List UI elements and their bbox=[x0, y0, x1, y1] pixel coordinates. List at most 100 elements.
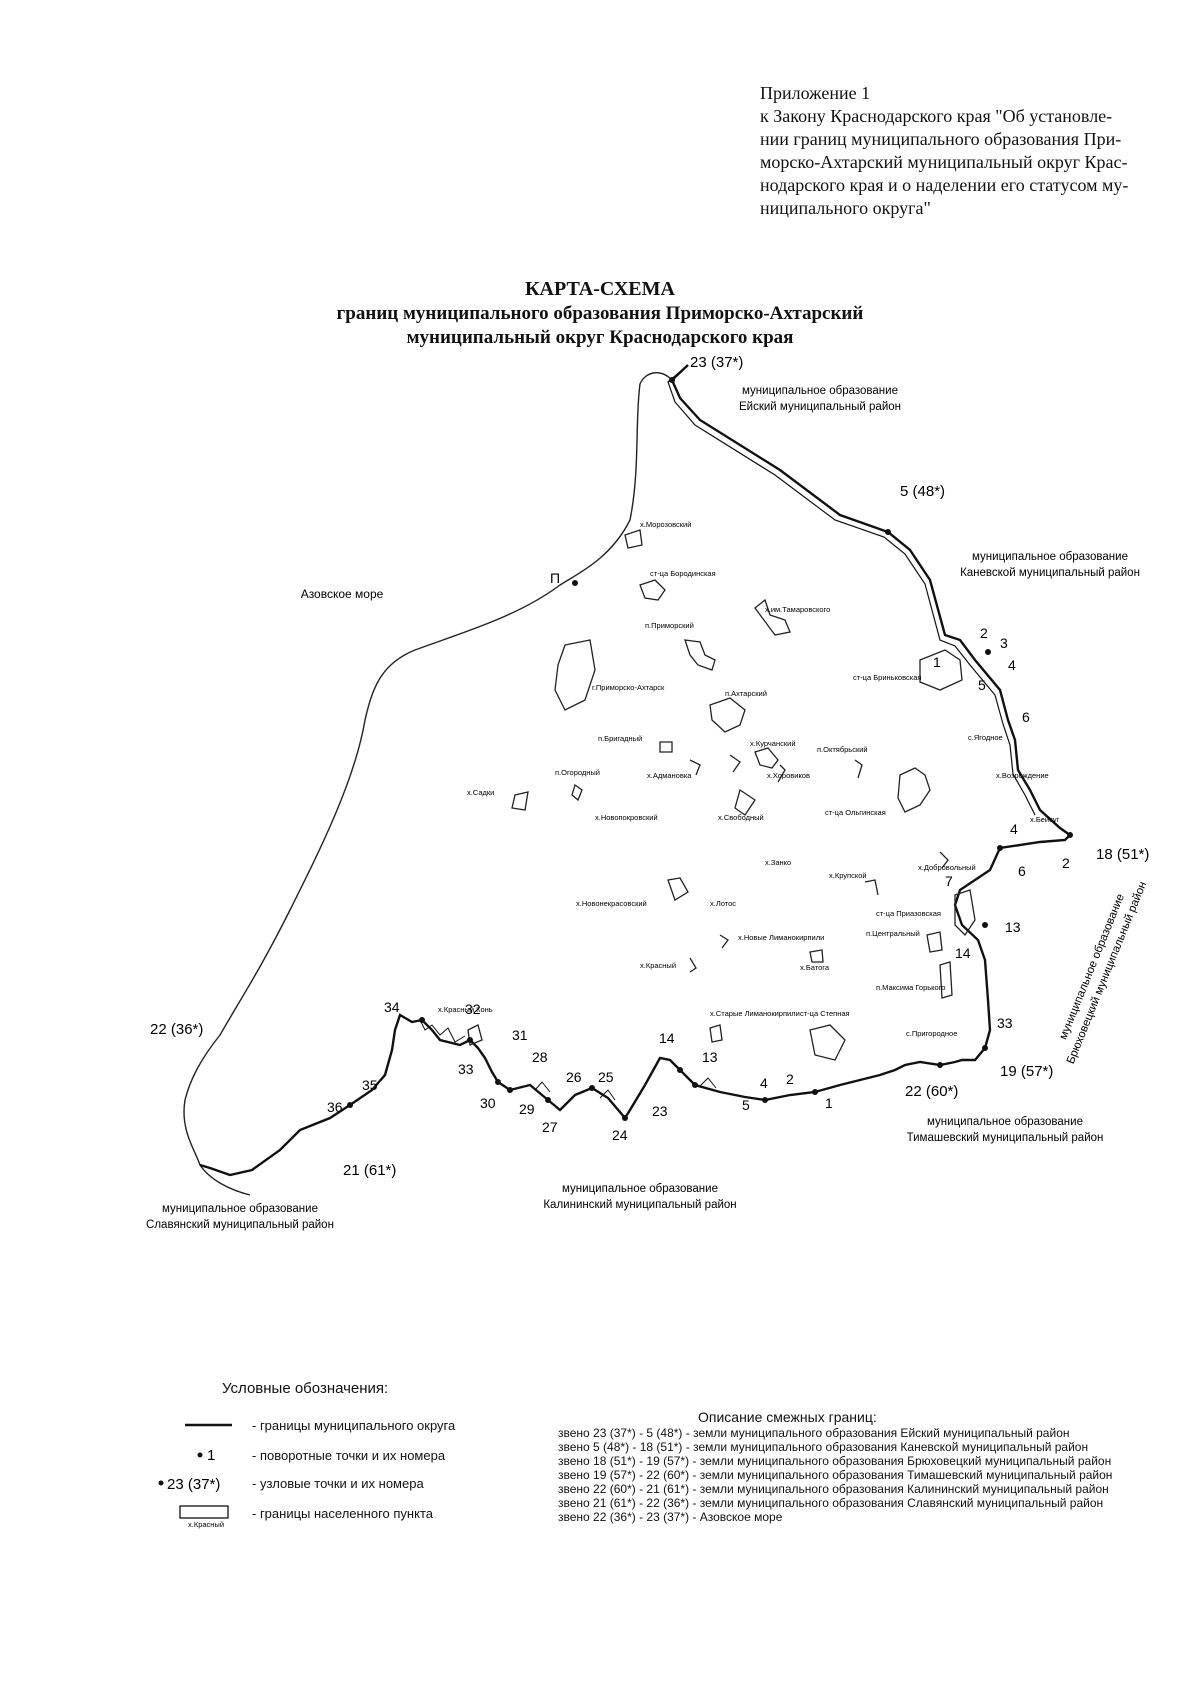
description-row: звено 23 (37*) - 5 (48*) - земли муницип… bbox=[558, 1426, 1070, 1440]
point-label: 6 bbox=[1018, 863, 1026, 879]
node-label: 22 (60*) bbox=[905, 1083, 958, 1100]
settlement-label: х.Морозовский bbox=[640, 520, 691, 529]
settlement-label: ст-ца Бородинская bbox=[650, 569, 716, 578]
settlement-label: х.Лотос bbox=[710, 899, 736, 908]
point-marker bbox=[622, 1115, 628, 1121]
settlement-outline bbox=[689, 754, 741, 776]
point-label: 33 bbox=[458, 1061, 474, 1077]
settlement-outline bbox=[684, 639, 716, 671]
point-marker bbox=[507, 1087, 513, 1093]
legend-item-settlements: - границы населенного пункта bbox=[252, 1506, 433, 1521]
appendix-line: Приложение 1 bbox=[760, 83, 871, 103]
point-marker bbox=[762, 1097, 768, 1103]
point-label: 30 bbox=[480, 1095, 496, 1111]
point-label: 31 bbox=[512, 1027, 528, 1043]
point-label: П bbox=[550, 570, 560, 586]
settlement-outline bbox=[939, 851, 949, 869]
point-label: 26 bbox=[566, 1069, 582, 1085]
point-label: 14 bbox=[955, 945, 971, 961]
legend-node-symbol bbox=[158, 1480, 164, 1486]
settlement-outline bbox=[571, 783, 583, 802]
description-row: звено 21 (61*) - 22 (36*) - земли муници… bbox=[558, 1496, 1104, 1510]
point-marker bbox=[885, 529, 891, 535]
point-label: 3 bbox=[1000, 635, 1008, 651]
description-row: звено 22 (36*) - 23 (37*) - Азовское мор… bbox=[558, 1510, 783, 1524]
appendix-line: ниципального округа" bbox=[760, 198, 931, 218]
settlement-label: х.Старые Лиманокирпили bbox=[710, 1009, 800, 1018]
settlement-outline bbox=[659, 741, 673, 753]
point-marker bbox=[545, 1097, 551, 1103]
region-bryukhovetsky: муниципальное образование Брюховецкий му… bbox=[1057, 880, 1149, 1066]
region-kanevskoy-line2: Каневской муниципальный район bbox=[960, 567, 1140, 579]
settlement-label: х.Курчанский bbox=[750, 739, 796, 748]
appendix-line: нии границ муниципального образования Пр… bbox=[760, 129, 1122, 149]
point-label: 23 bbox=[652, 1103, 668, 1119]
legend-node-label: 23 (37*) bbox=[167, 1476, 220, 1493]
settlement-outline bbox=[954, 889, 976, 937]
description-row: звено 22 (60*) - 21 (61*) - земли муници… bbox=[558, 1482, 1109, 1496]
region-yeisk-line2: Ейский муниципальный район bbox=[739, 401, 901, 413]
settlement-label: п.Огородный bbox=[555, 768, 600, 777]
region-sea: Азовское море bbox=[301, 587, 384, 601]
region-kalininsky-line1: муниципальное образование bbox=[562, 1183, 718, 1195]
point-label: 7 bbox=[945, 873, 953, 889]
point-label: 13 bbox=[1005, 919, 1021, 935]
settlement-label: х.им.Тамаровского bbox=[765, 605, 830, 614]
point-label: 28 bbox=[532, 1049, 548, 1065]
settlement-label: х.Занко bbox=[765, 858, 791, 867]
settlement-label: с.Пригородное bbox=[906, 1029, 957, 1038]
settlement-label: ст-ца Ольгинская bbox=[825, 808, 886, 817]
legend-point-symbol bbox=[197, 1452, 203, 1458]
settlement-outlines bbox=[467, 529, 976, 1061]
point-marker bbox=[692, 1082, 698, 1088]
point-label: 24 bbox=[612, 1127, 628, 1143]
settlement-label: х.Адмановка bbox=[647, 771, 692, 780]
boundary-description: Описание смежных границ: звено 23 (37*) … bbox=[558, 1410, 1112, 1524]
settlement-label: х.Новопокровский bbox=[595, 813, 658, 822]
point-marker bbox=[467, 1037, 473, 1043]
point-marker bbox=[347, 1102, 353, 1108]
point-marker bbox=[495, 1079, 501, 1085]
node-label: 5 (48*) bbox=[900, 483, 945, 500]
legend-item-boundary: - границы муниципального округа bbox=[252, 1418, 456, 1433]
turning-point-labels: П 1 2 3 4 5 6 4 6 2 7 13 14 33 1 2 4 5 1… bbox=[327, 570, 1070, 1143]
point-marker bbox=[572, 580, 578, 586]
settlement-label: с.Ягодное bbox=[968, 733, 1003, 742]
description-row: звено 19 (57*) - 22 (60*) - земли муници… bbox=[558, 1468, 1113, 1482]
settlement-outline bbox=[926, 931, 943, 953]
point-label: 25 bbox=[598, 1069, 614, 1085]
point-label: 29 bbox=[519, 1101, 535, 1117]
point-label: 5 bbox=[978, 677, 986, 693]
description-title: Описание смежных границ: bbox=[698, 1409, 877, 1425]
point-marker bbox=[669, 377, 675, 383]
settlement-label: ст-ца Степная bbox=[800, 1009, 850, 1018]
settlement-outline bbox=[667, 877, 689, 901]
point-label: 27 bbox=[542, 1119, 558, 1135]
point-label: 2 bbox=[980, 625, 988, 641]
appendix-line: морско-Ахтарский муниципальный округ Кра… bbox=[760, 152, 1128, 172]
settlement-outline bbox=[639, 579, 666, 601]
node-label: 19 (57*) bbox=[1000, 1063, 1053, 1080]
node-label: 21 (61*) bbox=[343, 1162, 396, 1179]
point-label: 4 bbox=[760, 1075, 768, 1091]
settlement-outline bbox=[939, 961, 953, 999]
settlement-outline bbox=[919, 649, 963, 691]
nodal-point-labels: 23 (37*) 5 (48*) 18 (51*) 19 (57*) 22 (6… bbox=[150, 354, 1149, 1179]
point-marker bbox=[677, 1067, 683, 1073]
legend-settlement-symbol bbox=[179, 1505, 229, 1519]
settlement-outline bbox=[777, 759, 863, 783]
point-label: 34 bbox=[384, 999, 400, 1015]
region-timashevsky-line1: муниципальное образование bbox=[927, 1116, 1083, 1128]
region-kalininsky-line2: Калининский муниципальный район bbox=[543, 1199, 736, 1211]
settlement-label: п.Максима Горького bbox=[876, 983, 945, 992]
boundary-line-inner bbox=[667, 369, 1036, 816]
appendix-line: нодарского края и о наделении его статус… bbox=[760, 175, 1129, 195]
node-label: 23 (37*) bbox=[690, 354, 743, 371]
settlement-label: х.Новонекрасовский bbox=[576, 899, 647, 908]
settlement-label: х.Батога bbox=[800, 963, 830, 972]
settlement-label: п.Приморский bbox=[645, 621, 694, 630]
settlement-label: ст-ца Бриньковская bbox=[853, 673, 921, 682]
legend-symbol-labels: 1 23 (37*) х.Красный bbox=[167, 1447, 224, 1529]
